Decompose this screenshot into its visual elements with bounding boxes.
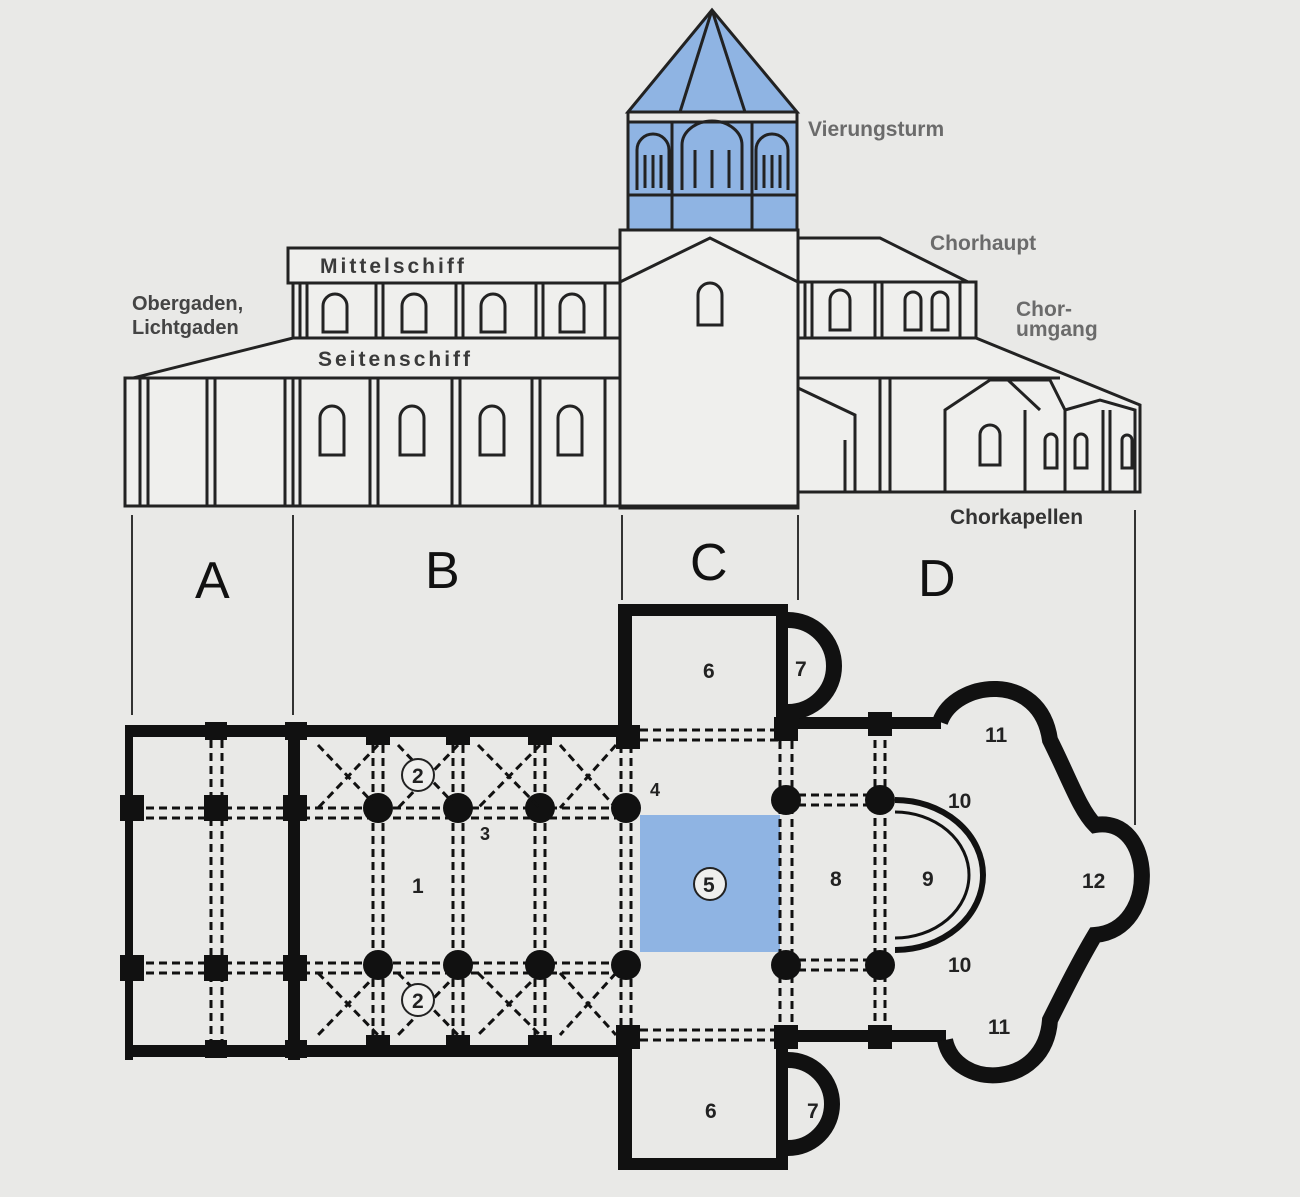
tower-drum (626, 119, 799, 232)
num-8: 8 (830, 868, 842, 891)
crossing-block (618, 228, 800, 510)
label-obergaden: Obergaden, (132, 293, 243, 315)
num-6-south: 6 (705, 1100, 717, 1123)
section-letters: A B C D (195, 534, 956, 610)
label-seitenschiff: Seitenschiff (318, 348, 473, 371)
num-1: 1 (412, 875, 424, 898)
label-vierungsturm: Vierungsturm (808, 118, 944, 141)
elevation (123, 7, 1142, 510)
num-9: 9 (922, 868, 934, 891)
section-d: D (918, 550, 956, 608)
section-a: A (195, 552, 230, 610)
label-mittelschiff: Mittelschiff (320, 255, 467, 278)
label-chor: Chor- (1016, 298, 1072, 321)
section-b: B (425, 542, 460, 600)
plan-numbers: 1 2 2 3 4 5 6 6 7 7 8 9 10 10 11 11 12 (412, 658, 1105, 1123)
num-3: 3 (480, 824, 490, 844)
num-5: 5 (703, 874, 715, 897)
elevation-labels: Vierungsturm Chorhaupt Mittelschiff Ober… (132, 118, 1098, 529)
num-7-north: 7 (795, 658, 807, 681)
num-7-south: 7 (807, 1100, 819, 1123)
num-10-north: 10 (948, 790, 971, 813)
tower-spire (624, 7, 801, 124)
nave-clerestory (286, 246, 622, 340)
section-dividers (131, 510, 1136, 825)
choir-elevation (796, 236, 1142, 494)
label-umgang: umgang (1016, 318, 1098, 341)
num-10-south: 10 (948, 954, 971, 977)
num-11-south: 11 (988, 1016, 1011, 1039)
num-2-south: 2 (412, 990, 424, 1013)
label-chorkapellen: Chorkapellen (950, 506, 1083, 529)
num-2-north: 2 (412, 765, 424, 788)
label-chorhaupt: Chorhaupt (930, 232, 1036, 255)
num-4: 4 (650, 780, 660, 800)
floor-plan (120, 604, 1150, 1170)
num-6-north: 6 (703, 660, 715, 683)
num-12: 12 (1082, 870, 1105, 893)
section-c: C (690, 534, 728, 592)
num-11-north: 11 (985, 724, 1008, 747)
label-lichtgaden: Lichtgaden (132, 317, 239, 339)
